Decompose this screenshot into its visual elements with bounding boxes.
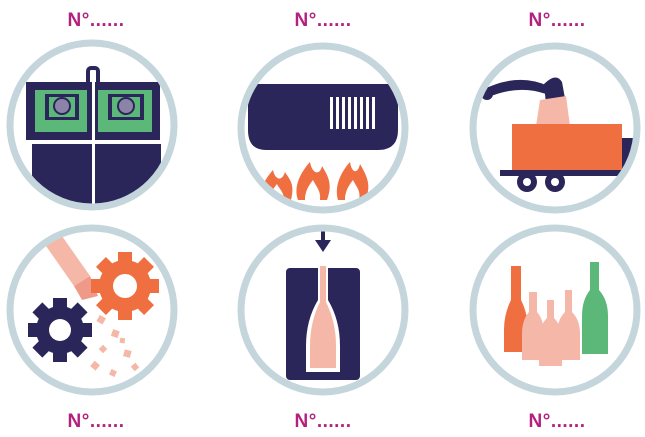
crushing-gears-icon [10, 228, 174, 392]
crane-truck-icon [473, 46, 637, 210]
new-bottles-icon [473, 228, 637, 392]
sorting-bins-icon [10, 43, 174, 216]
bottle-mold-icon [241, 228, 405, 392]
furnace-fire-icon [241, 46, 405, 210]
